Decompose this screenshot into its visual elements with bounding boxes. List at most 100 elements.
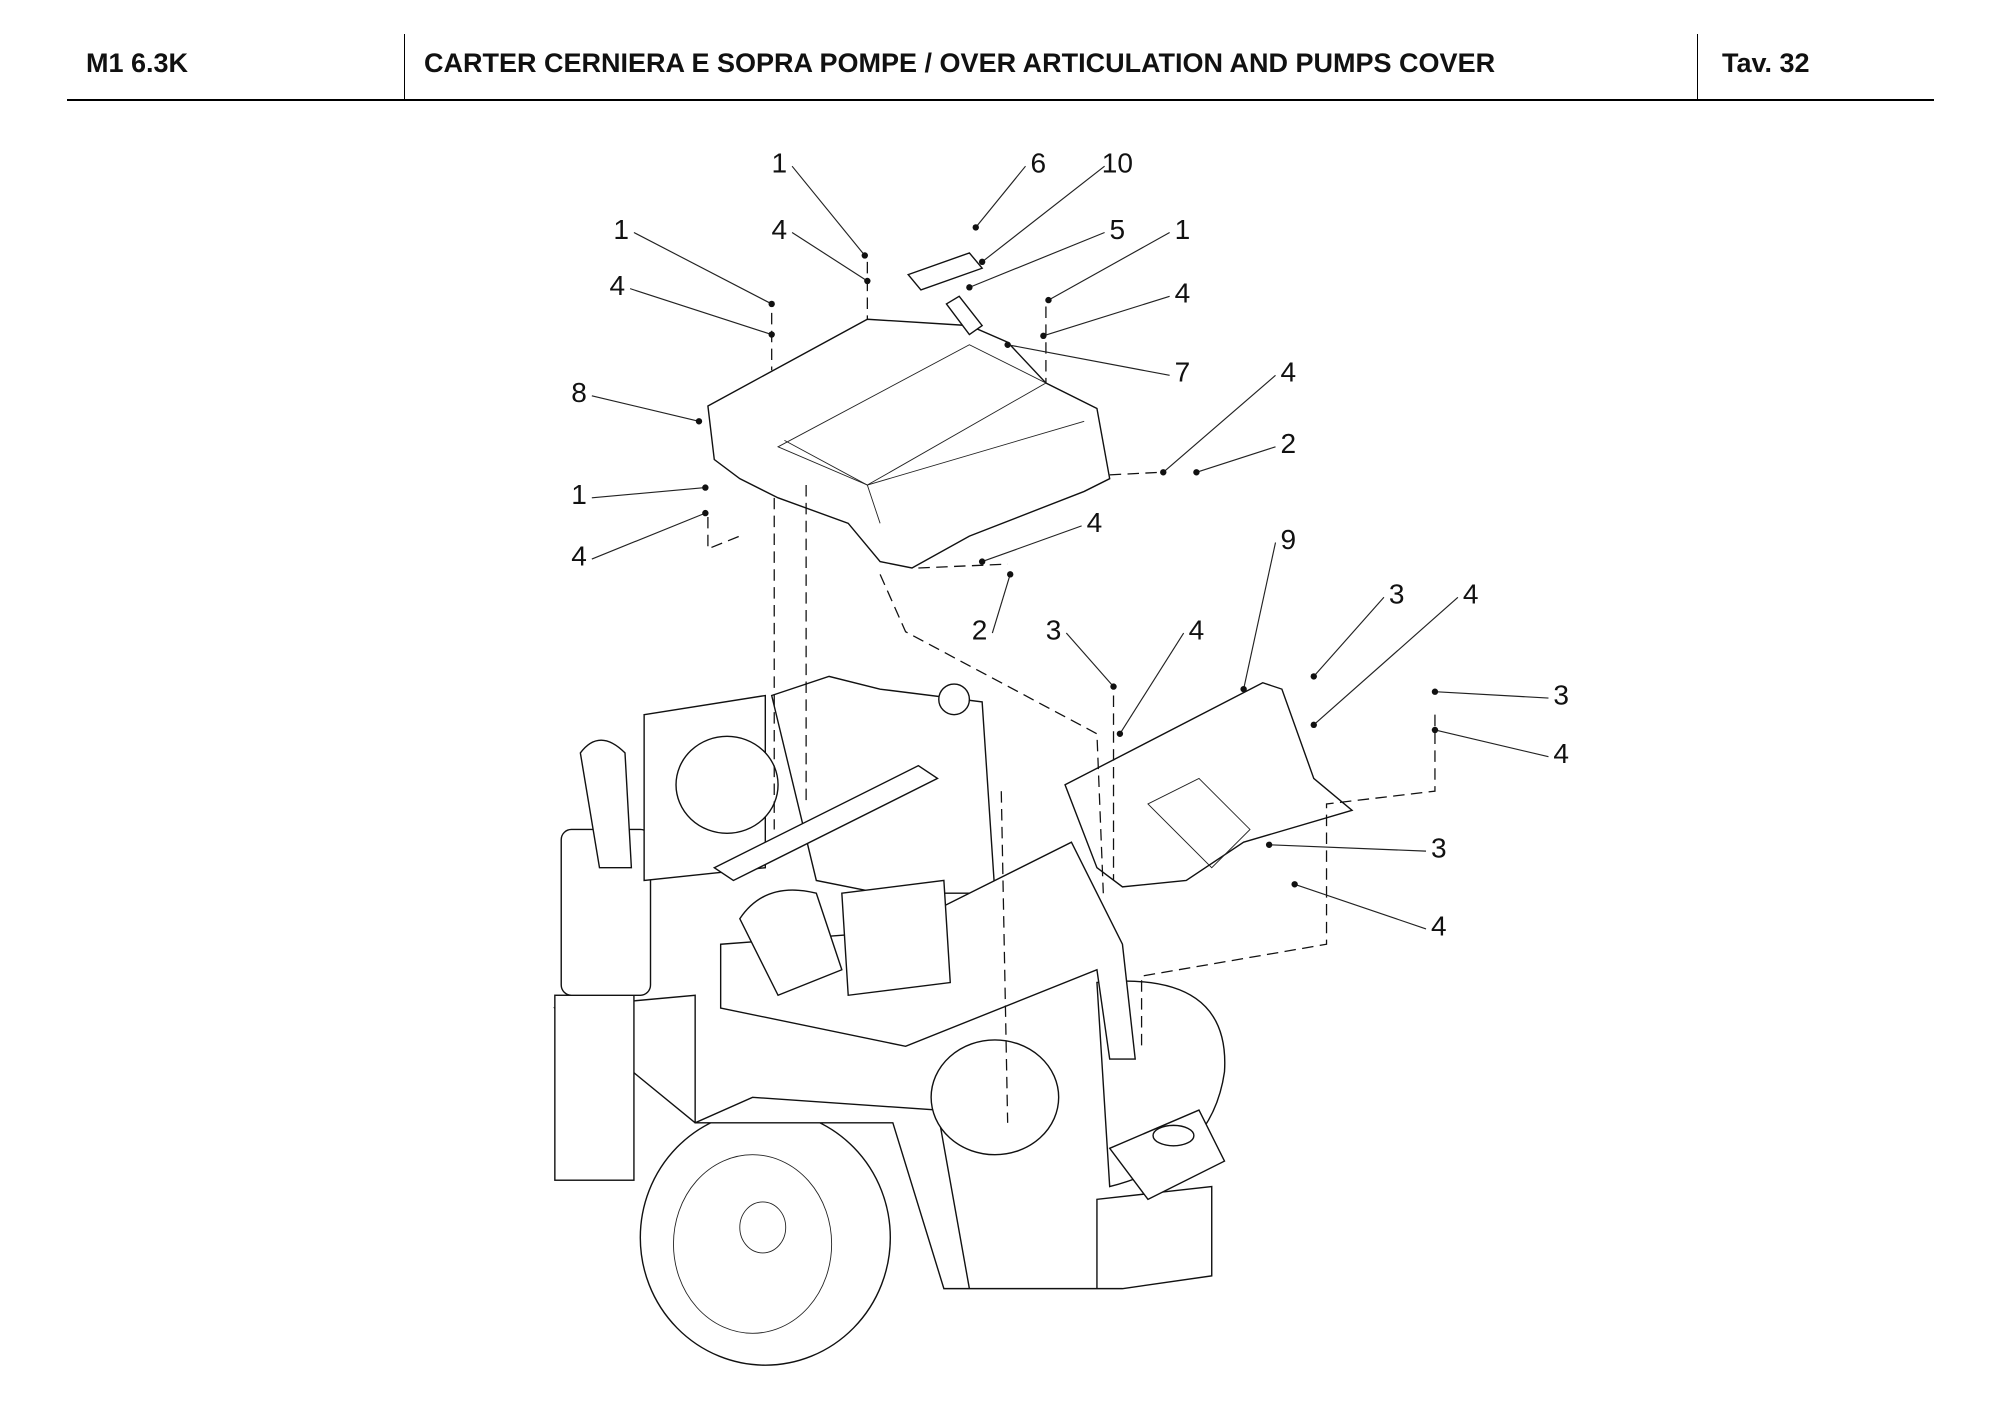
callout-leader [1243, 542, 1277, 690]
pump-unit [841, 879, 951, 997]
callout-number[interactable]: 1 [613, 214, 629, 245]
callout-arrowhead [1431, 726, 1439, 734]
header-rule [67, 99, 1934, 101]
callout-leader [591, 512, 706, 560]
callout-arrowhead [966, 284, 973, 291]
callout-number[interactable]: 2 [972, 614, 988, 645]
callout-arrowhead [972, 224, 979, 231]
callout-number[interactable]: 4 [1553, 738, 1569, 769]
callout-arrowhead [768, 331, 775, 338]
callout-number[interactable]: 3 [1553, 679, 1569, 710]
callout-number[interactable]: 3 [1431, 833, 1447, 864]
pump-cover-detail [1147, 777, 1251, 869]
callout-number[interactable]: 1 [1175, 214, 1191, 245]
callout-leader [1162, 374, 1276, 473]
header-divider [1697, 34, 1698, 100]
callout-number[interactable]: 4 [571, 540, 587, 571]
callout-arrowhead [978, 258, 986, 266]
callout-arrowhead [1045, 296, 1052, 304]
callout-number[interactable]: 5 [1110, 214, 1126, 245]
table-reference: Tav. 32 [1722, 48, 1810, 78]
page-header: M1 6.3K CARTER CERNIERA E SOPRA POMPE / … [0, 0, 2000, 102]
pump-cover [1064, 682, 1354, 888]
callout-number[interactable]: 4 [1087, 507, 1103, 538]
callout-number[interactable]: 3 [1389, 579, 1405, 610]
callout-arrowhead [1240, 685, 1247, 693]
assembly-line [1140, 714, 1436, 1047]
callout-leader [591, 395, 700, 422]
callout-leader [1434, 729, 1549, 758]
callout-arrowhead [1431, 688, 1439, 695]
callout-number[interactable]: 8 [571, 377, 587, 408]
callout-arrowhead [1004, 341, 1011, 348]
callout-arrowhead [864, 277, 871, 285]
tank-cap [938, 683, 971, 716]
exhaust-pipe [579, 739, 633, 869]
callout-leader [981, 165, 1105, 263]
callout-leader [629, 288, 772, 336]
callout-leader [969, 231, 1105, 288]
callout-number[interactable]: 6 [1030, 148, 1046, 179]
bracket [945, 295, 984, 336]
callout-leader [1313, 596, 1459, 726]
callout-arrowhead [1265, 841, 1273, 848]
callout-leader [1043, 295, 1170, 337]
callout-number[interactable]: 4 [1175, 278, 1191, 309]
pump-unit [738, 889, 843, 997]
assembly-lines [707, 261, 1436, 1123]
callout-arrowhead [1040, 332, 1047, 340]
callout-number[interactable]: 7 [1175, 357, 1191, 388]
callout-arrowhead [1160, 469, 1167, 476]
callout-number[interactable]: 2 [1280, 428, 1296, 459]
callout-leader [991, 574, 1011, 634]
model-label: M1 6.3K [86, 48, 189, 78]
callout-leader [1294, 883, 1427, 930]
callout-arrowhead [1291, 881, 1298, 888]
callout-number[interactable]: 4 [1431, 910, 1447, 941]
callout-number[interactable]: 4 [1189, 614, 1205, 645]
callout-number[interactable]: 4 [772, 214, 788, 245]
callout-number[interactable]: 9 [1280, 524, 1296, 555]
assembly-line [707, 485, 807, 830]
articulation-joint [1108, 1109, 1226, 1201]
assembly-line [1000, 695, 1115, 1123]
callout-leader [975, 165, 1026, 228]
wheel [639, 1109, 892, 1366]
crossbar [712, 764, 939, 882]
callout-arrowhead [1110, 683, 1117, 690]
callout-leader [633, 232, 772, 305]
callout-arrowhead [978, 558, 986, 565]
air-filter [675, 735, 779, 834]
callout-leader [591, 487, 706, 499]
callout-leader [791, 165, 866, 256]
machine-assembly [553, 675, 1226, 1366]
callout-arrowhead [768, 300, 775, 308]
callout-leader [1434, 691, 1549, 699]
callout-arrowhead [1193, 469, 1200, 476]
callout-number[interactable]: 1 [571, 479, 587, 510]
articulation-cover [707, 318, 1111, 569]
callout-arrowhead [702, 509, 709, 517]
callout-number[interactable]: 4 [610, 270, 626, 301]
callout-arrowhead [1116, 730, 1124, 737]
callout-arrowhead [1310, 721, 1317, 729]
callout-number[interactable]: 4 [1280, 357, 1296, 388]
callout-arrowhead [695, 418, 703, 425]
callout-arrowhead [1310, 673, 1317, 680]
header-divider [404, 34, 405, 100]
hydraulic-pump [930, 1039, 1060, 1156]
articulation-cover-detail [784, 420, 1085, 524]
callout-leader [1048, 232, 1170, 301]
callout-number[interactable]: 4 [1463, 579, 1479, 610]
callout-leader [1119, 632, 1185, 735]
wheel-hub [739, 1201, 787, 1254]
assembly-line [879, 574, 1104, 894]
callout-arrowhead [1007, 571, 1014, 578]
callout-leader [1313, 596, 1385, 677]
callout-arrowhead [861, 252, 868, 259]
callout-leader [791, 232, 868, 282]
callout-number[interactable]: 10 [1102, 148, 1133, 179]
callout-number[interactable]: 3 [1046, 614, 1062, 645]
callout-number[interactable]: 1 [772, 148, 788, 179]
